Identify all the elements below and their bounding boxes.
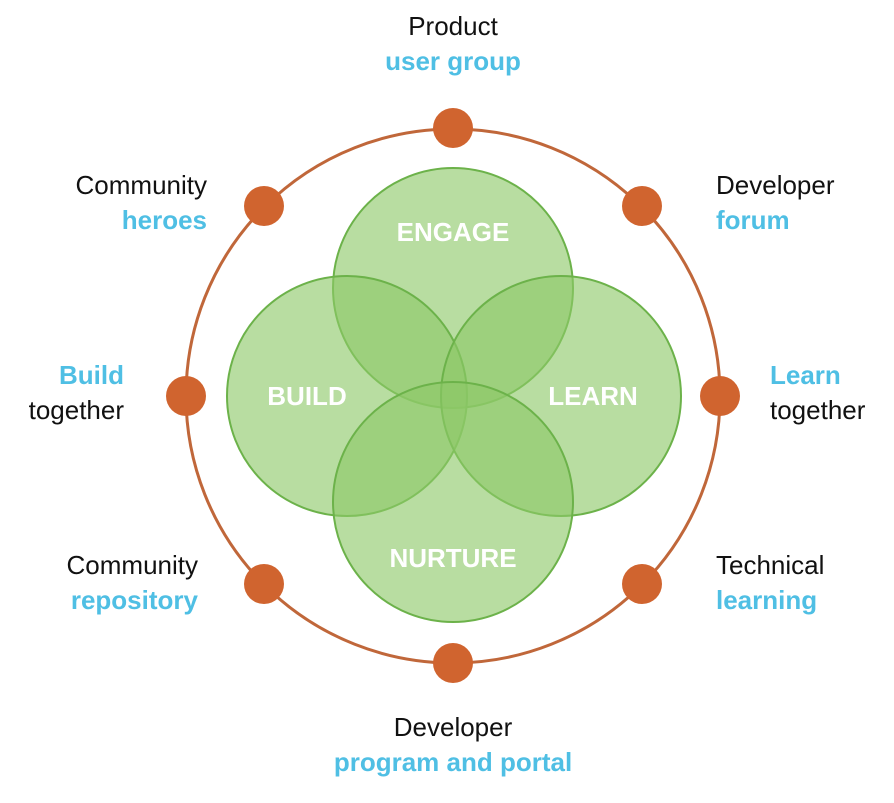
node-top-label: Product user group <box>385 9 521 79</box>
node-top-dot <box>433 108 473 148</box>
build-label: BUILD <box>267 381 346 411</box>
node-bottom-right-dot <box>622 564 662 604</box>
nurture-label: NURTURE <box>389 543 516 573</box>
node-top-left-line2: heroes <box>121 205 207 235</box>
node-right-label: Learn together <box>770 358 865 428</box>
node-bottom-line2: program and portal <box>333 747 573 777</box>
node-bottom-label: Developer program and portal <box>334 710 572 780</box>
node-bottom-left-label: Community repository <box>67 548 198 618</box>
node-top-right-dot <box>622 186 662 226</box>
engage-label: ENGAGE <box>397 217 510 247</box>
node-bottom-right-label: Technical learning <box>716 548 824 618</box>
node-right-line2: together <box>770 395 866 425</box>
node-bottom-right-line1: Technical <box>716 550 825 580</box>
node-bottom-left-line1: Community <box>66 550 198 580</box>
node-bottom-right-line2: learning <box>716 585 818 615</box>
venn-group <box>226 167 682 623</box>
node-top-right-label: Developer forum <box>716 168 835 238</box>
nurture-circle <box>332 381 574 623</box>
node-left-line2: together <box>28 395 124 425</box>
node-top-right-line1: Developer <box>716 170 835 200</box>
node-top-left-label: Community heroes <box>76 168 207 238</box>
node-bottom-left-dot <box>244 564 284 604</box>
node-top-right-line2: forum <box>716 205 790 235</box>
node-left-dot <box>166 376 206 416</box>
node-bottom-line1: Developer <box>393 712 513 742</box>
node-bottom-dot <box>433 643 473 683</box>
node-right-dot <box>700 376 740 416</box>
node-left-label: Build together <box>29 358 124 428</box>
node-bottom-left-line2: repository <box>70 585 198 615</box>
learn-label: LEARN <box>548 381 638 411</box>
node-top-line1: Product <box>408 11 498 41</box>
node-top-left-line1: Community <box>75 170 207 200</box>
node-right-line1: Learn <box>770 360 841 390</box>
node-left-line1: Build <box>59 360 124 390</box>
node-top-left-dot <box>244 186 284 226</box>
node-top-line2: user group <box>385 46 521 76</box>
